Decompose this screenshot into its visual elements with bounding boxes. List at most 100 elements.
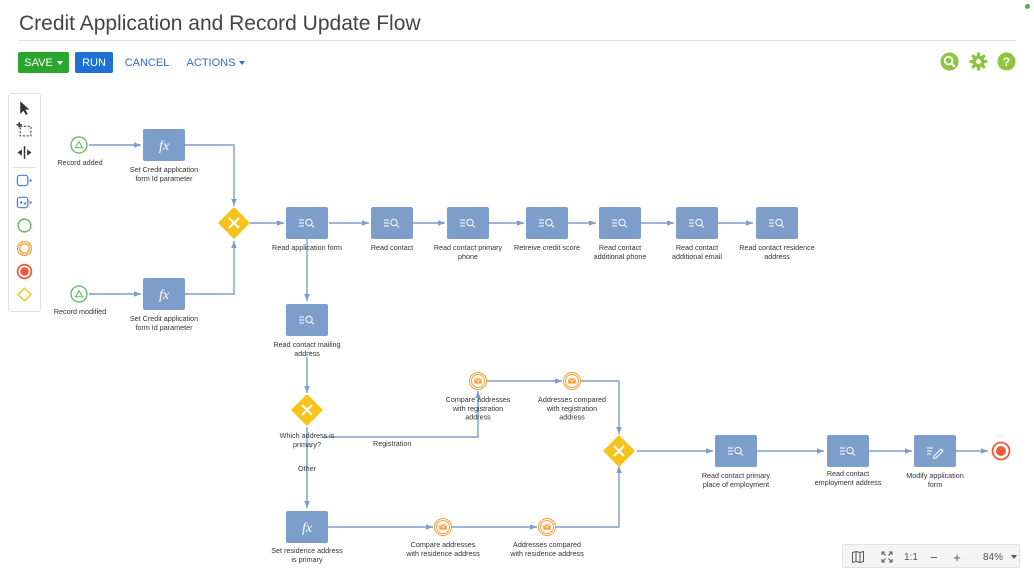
- intermediate-event-icon[interactable]: [16, 240, 33, 257]
- message-event[interactable]: [434, 518, 452, 536]
- flow-label-other: Other: [298, 464, 317, 473]
- status-indicator: [1025, 4, 1030, 9]
- read-data-task[interactable]: [371, 207, 413, 239]
- task-label: Read contact: [676, 243, 718, 252]
- read-data-icon: [299, 315, 315, 325]
- start-event[interactable]: [70, 285, 88, 303]
- fit-icon[interactable]: [880, 549, 894, 565]
- zoom-out-button[interactable]: −: [930, 549, 938, 565]
- search-icon[interactable]: [940, 52, 959, 71]
- gateway-label: Which address is: [280, 431, 335, 440]
- event-label: with registration: [452, 404, 503, 413]
- read-data-task[interactable]: [756, 207, 798, 239]
- task-icon[interactable]: [16, 172, 33, 189]
- actual-size-button[interactable]: 1:1: [904, 551, 918, 563]
- formula-task[interactable]: fx: [143, 278, 185, 310]
- read-data-task[interactable]: [286, 304, 328, 336]
- title-divider: [18, 40, 1016, 41]
- pointer-tool-icon[interactable]: [16, 99, 33, 116]
- event-label: Compare addresses: [446, 395, 511, 404]
- exclusive-gateway[interactable]: [291, 394, 323, 426]
- exclusive-gateway-icon: [301, 404, 313, 416]
- read-data-icon: [728, 446, 744, 456]
- task-label: Set Credit application: [130, 314, 198, 323]
- task-label: address: [294, 349, 320, 358]
- read-data-task[interactable]: [715, 435, 757, 467]
- task-label: Read application form: [272, 243, 342, 252]
- subprocess-icon[interactable]: [16, 194, 33, 211]
- read-data-task[interactable]: [599, 207, 641, 239]
- formula-task[interactable]: fx: [143, 129, 185, 161]
- task-label: Set Credit application: [130, 165, 198, 174]
- exclusive-gateway[interactable]: [603, 435, 635, 467]
- formula-icon: fx: [159, 139, 170, 154]
- message-event[interactable]: [563, 372, 581, 390]
- task-label: additional phone: [594, 252, 647, 261]
- read-data-task[interactable]: [286, 207, 328, 239]
- chevron-down-icon: [56, 60, 63, 65]
- read-data-icon: [539, 218, 555, 228]
- task-label: Retreive credit score: [514, 243, 580, 252]
- read-data-icon: [299, 218, 315, 228]
- read-data-icon: [460, 218, 476, 228]
- event-label: Addresses compared: [538, 395, 606, 404]
- flow-connector: [185, 241, 237, 295]
- task-label: additional email: [672, 252, 722, 261]
- read-data-task[interactable]: [526, 207, 568, 239]
- event-label: address: [465, 413, 491, 422]
- task-label: Set residence address: [271, 546, 343, 555]
- message-event[interactable]: [538, 518, 556, 536]
- save-label: SAVE: [24, 56, 53, 69]
- end-event[interactable]: [991, 441, 1011, 461]
- message-event[interactable]: [469, 372, 487, 390]
- help-icon[interactable]: ?: [997, 52, 1016, 71]
- modify-data-task[interactable]: [914, 435, 956, 467]
- page-title: Credit Application and Record Update Flo…: [19, 12, 421, 35]
- read-data-icon: [612, 218, 628, 228]
- envelope-icon: [568, 378, 576, 384]
- envelope-icon: [439, 524, 447, 530]
- gateway-label: primary?: [293, 440, 321, 449]
- gateway-icon[interactable]: [16, 286, 33, 303]
- connectors: [89, 142, 988, 530]
- task-label: phone: [458, 252, 478, 261]
- signal-icon: [74, 289, 84, 298]
- lasso-tool-icon[interactable]: [16, 121, 33, 138]
- read-data-task[interactable]: [676, 207, 718, 239]
- chevron-down-icon: [239, 60, 246, 65]
- task-label: Read contact mailing: [273, 340, 340, 349]
- flow-label-registration: Registration: [373, 439, 411, 448]
- event-label: address: [559, 413, 585, 422]
- read-data-icon: [384, 218, 400, 228]
- zoom-in-button[interactable]: +: [953, 549, 961, 565]
- flow-connector: [323, 391, 481, 438]
- task-label: address: [764, 252, 790, 261]
- task-label: form Id parameter: [135, 174, 193, 183]
- run-button[interactable]: RUN: [75, 52, 113, 73]
- chevron-down-icon[interactable]: [1011, 555, 1017, 559]
- start-event[interactable]: [70, 136, 88, 154]
- save-button[interactable]: SAVE: [18, 52, 69, 73]
- gear-icon[interactable]: [969, 52, 988, 71]
- read-data-task[interactable]: [827, 435, 869, 467]
- cancel-button[interactable]: CANCEL: [124, 56, 170, 69]
- exclusive-gateway[interactable]: [218, 207, 250, 239]
- actions-label: ACTIONS: [186, 56, 236, 69]
- read-data-task[interactable]: [447, 207, 489, 239]
- space-tool-icon[interactable]: [16, 144, 33, 161]
- formula-task[interactable]: fx: [286, 511, 328, 543]
- task-label: employment address: [815, 478, 882, 487]
- formula-icon: fx: [159, 288, 170, 303]
- zoom-level[interactable]: 84%: [982, 551, 1003, 563]
- exclusive-gateway-icon: [228, 217, 240, 229]
- flow-connector: [555, 466, 622, 528]
- start-event-icon[interactable]: [16, 217, 33, 234]
- svg-text:?: ?: [1003, 55, 1011, 69]
- map-icon[interactable]: [851, 549, 865, 565]
- actions-button[interactable]: ACTIONS: [186, 52, 246, 73]
- end-event-icon[interactable]: [16, 263, 33, 280]
- task-label: form: [928, 480, 942, 489]
- read-data-icon: [689, 218, 705, 228]
- event-label: with registration: [546, 404, 597, 413]
